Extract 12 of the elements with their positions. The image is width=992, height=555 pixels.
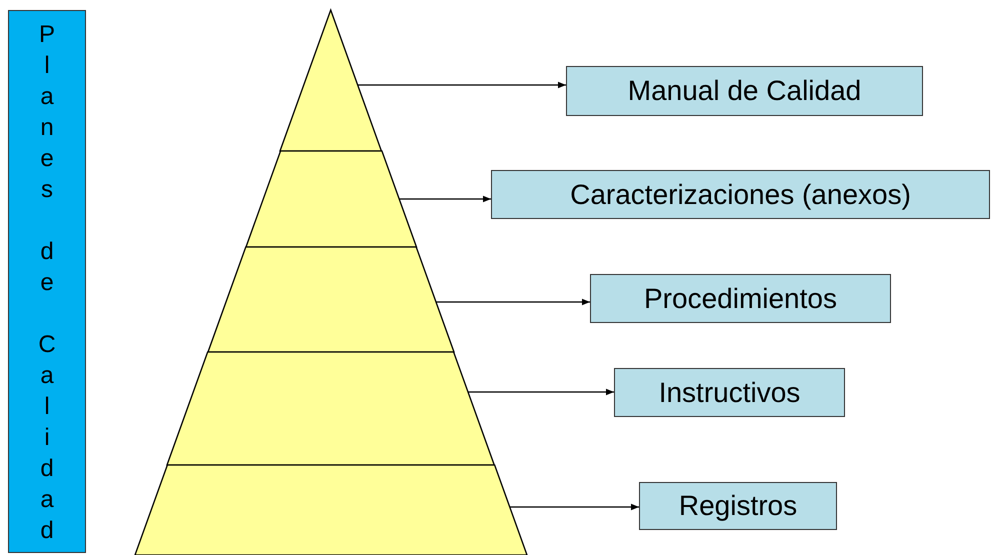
arrow (358, 82, 566, 88)
document-level-box: Procedimientos (590, 274, 891, 323)
document-level-box: Manual de Calidad (566, 66, 923, 116)
document-level-box: Caracterizaciones (anexos) (491, 170, 990, 219)
document-level-box: Registros (639, 482, 837, 530)
arrow (398, 196, 491, 202)
vertical-title: Planes de Calidad (37, 20, 57, 546)
arrow (510, 504, 639, 510)
document-level-box: Instructivos (614, 368, 845, 417)
vertical-banner (8, 10, 86, 553)
arrow (436, 298, 590, 306)
arrow (468, 388, 614, 396)
